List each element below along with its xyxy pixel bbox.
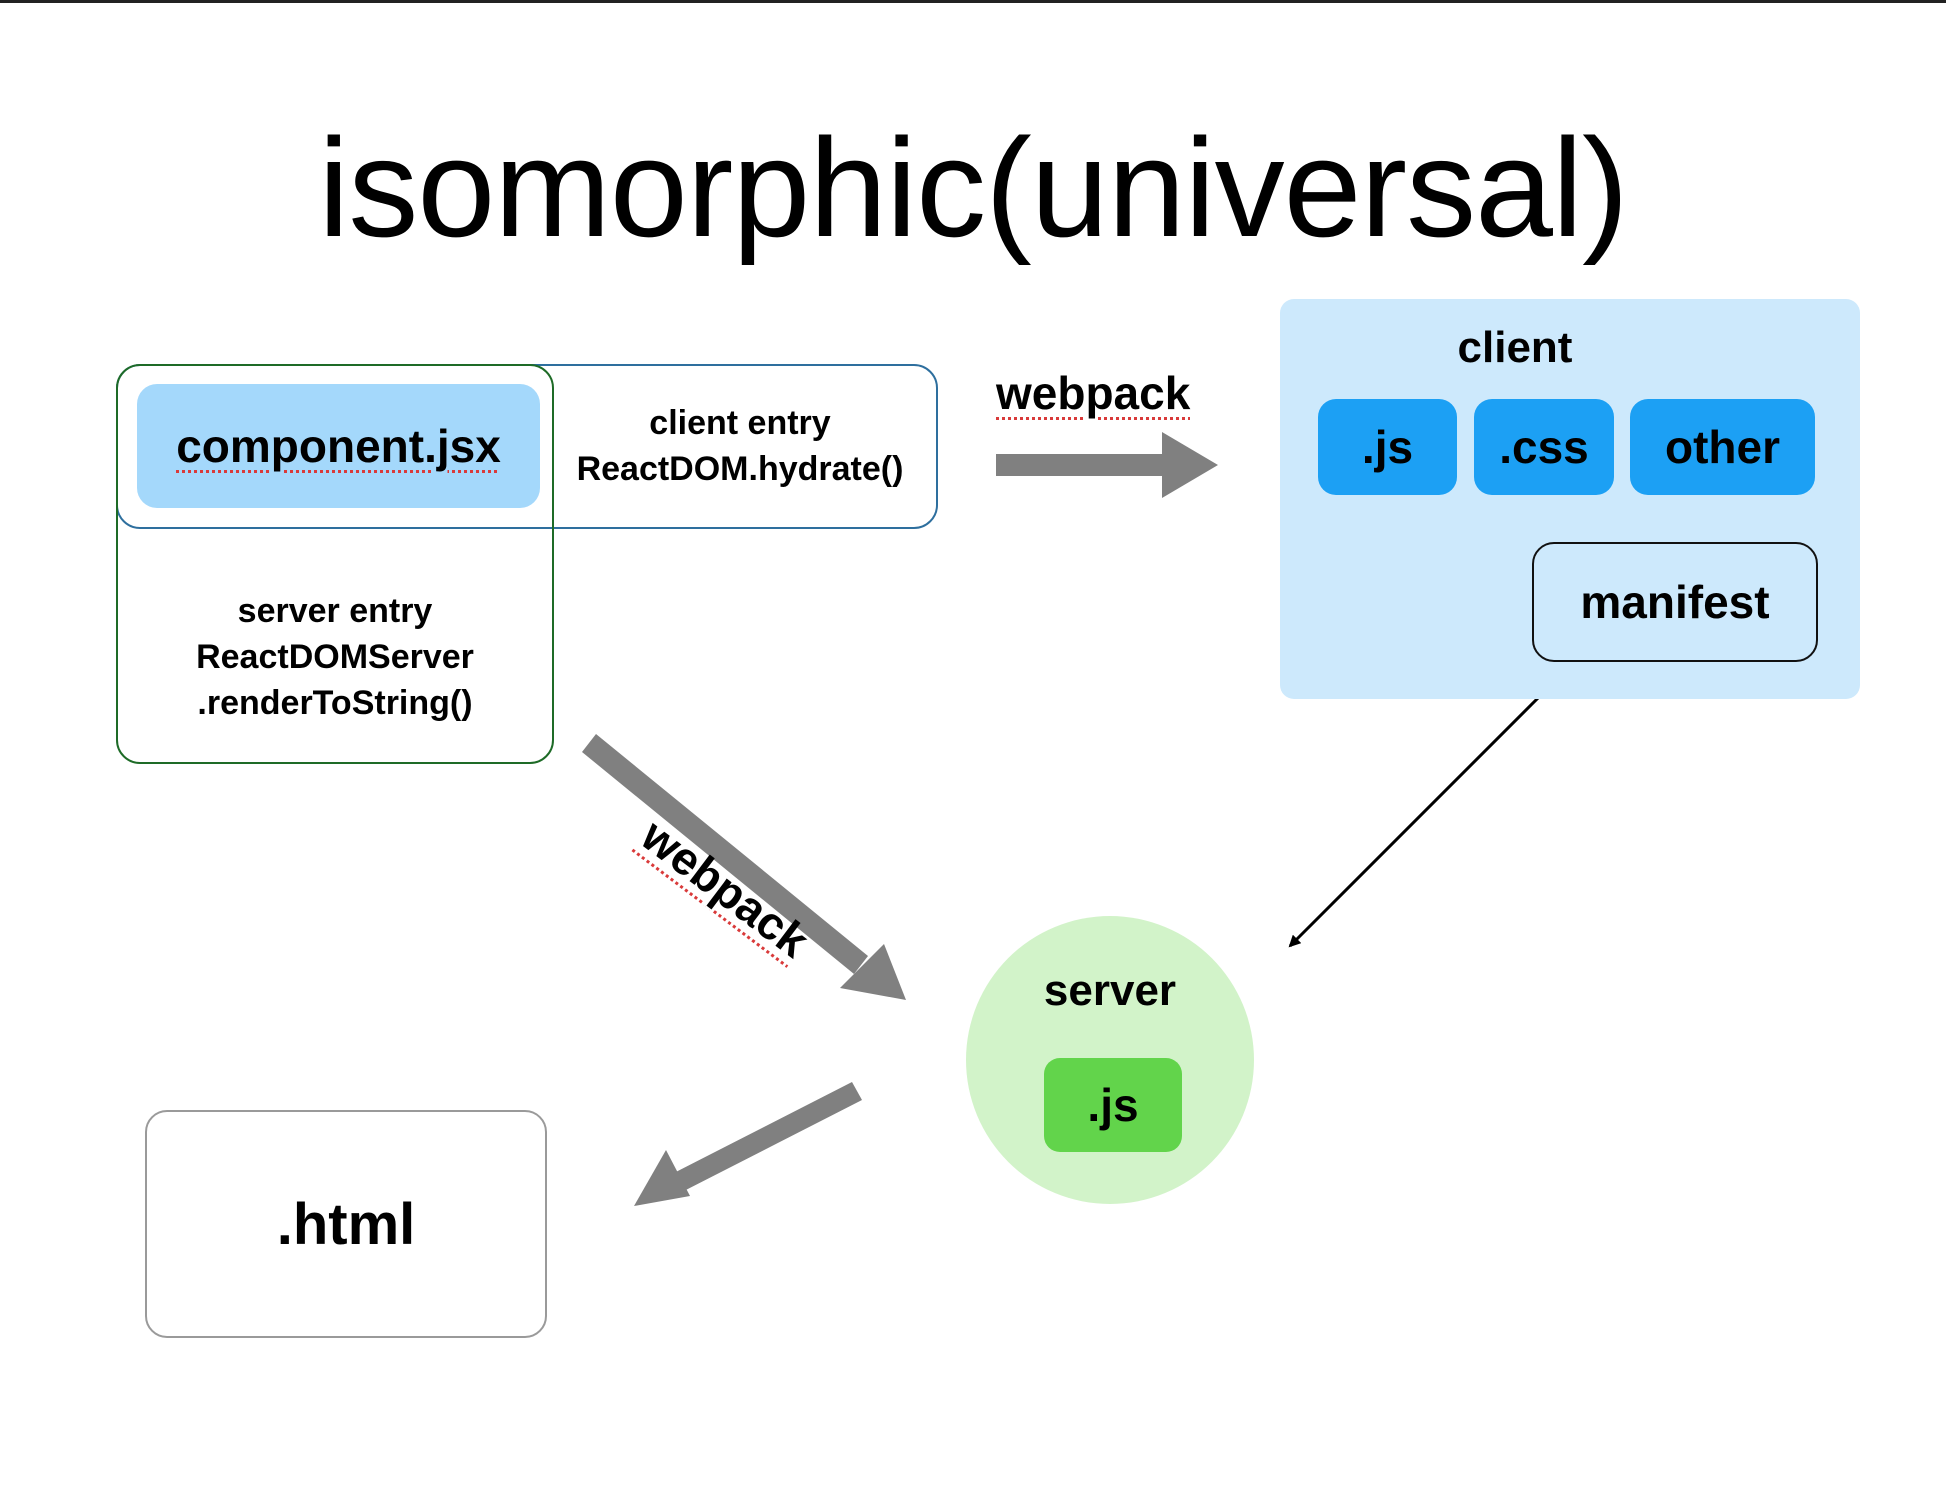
webpack-arrow-to-client <box>996 432 1218 498</box>
client-entry-call: ReactDOM.hydrate() <box>576 450 904 488</box>
component-box: component.jsx <box>137 384 540 508</box>
client-css-chip: .css <box>1474 399 1614 495</box>
manifest-box: manifest <box>1532 542 1818 662</box>
server-to-html-arrow <box>634 1082 862 1206</box>
client-js-chip: .js <box>1318 399 1457 495</box>
server-js-chip: .js <box>1044 1058 1182 1152</box>
server-entry-title: server entry <box>237 592 433 630</box>
webpack-label-top: webpack <box>996 367 1191 419</box>
client-entry-text: client entry ReactDOM.hydrate() <box>555 400 925 492</box>
component-label: component.jsx <box>176 420 501 472</box>
server-entry-text: server entry ReactDOMServer .renderToStr… <box>116 588 554 726</box>
client-entry-title: client entry <box>649 404 831 442</box>
server-entry-module: ReactDOMServer <box>196 638 474 676</box>
diagram-title: isomorphic(universal) <box>318 109 1628 266</box>
manifest-to-server-arrow <box>1288 676 1560 948</box>
server-entry-call: .renderToString() <box>197 684 473 722</box>
top-divider <box>0 0 1946 3</box>
client-label: client <box>1457 323 1573 372</box>
client-other-chip: other <box>1630 399 1815 495</box>
html-output-box: .html <box>145 1110 547 1338</box>
server-label: server <box>1043 966 1177 1015</box>
webpack-arrow-to-server <box>582 734 906 1000</box>
server-entry-box <box>116 364 554 764</box>
